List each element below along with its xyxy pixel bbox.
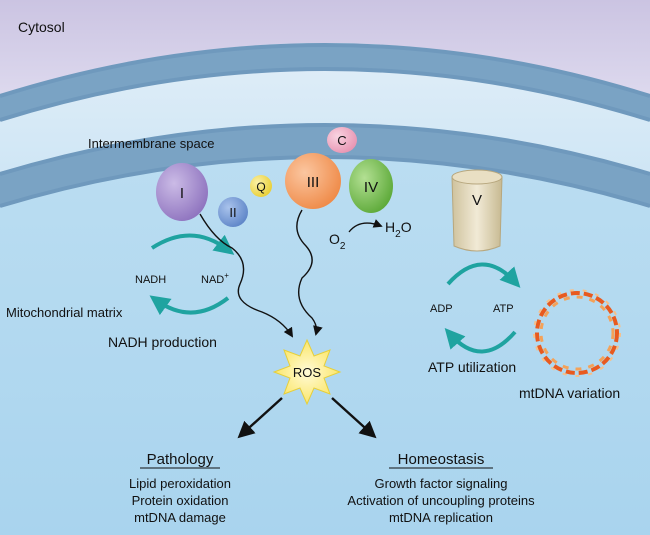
complex-IV-label: IV bbox=[364, 179, 378, 196]
complex-II: II bbox=[218, 197, 248, 227]
nad-label: NAD+ bbox=[201, 271, 229, 286]
o2-to-h2o-arrow bbox=[348, 219, 383, 233]
o2-label: O2 bbox=[329, 231, 346, 252]
pathology-item: Lipid peroxidation bbox=[129, 476, 231, 491]
atp-label: ATP bbox=[493, 303, 514, 315]
complex-V-label: V bbox=[472, 192, 482, 209]
nadh-production-label: NADH production bbox=[108, 334, 217, 350]
ubiquinone-q: Q bbox=[250, 175, 272, 197]
outer-membrane bbox=[0, 43, 650, 122]
mtdna-circle-icon bbox=[533, 289, 621, 377]
mtdna-variation-label: mtDNA variation bbox=[519, 385, 620, 401]
nadh-cycle: NADH NAD+ NADH production bbox=[108, 233, 235, 350]
ros-arrow-from-complex-III bbox=[296, 209, 323, 336]
cytochrome-c: C bbox=[327, 127, 357, 153]
complex-III-label: III bbox=[307, 174, 320, 191]
complex-V-atp-synthase: V bbox=[451, 169, 503, 252]
pathology-item: mtDNA damage bbox=[134, 510, 226, 525]
complex-II-label: II bbox=[229, 205, 236, 220]
atp-cycle: ADP ATP ATP utilization bbox=[428, 262, 521, 375]
cytochrome-c-label: C bbox=[337, 133, 346, 148]
nadh-label: NADH bbox=[135, 274, 166, 286]
pathology-item: Protein oxidation bbox=[132, 493, 229, 508]
atp-cycle-arrow-bottom bbox=[444, 328, 517, 354]
matrix-label: Mitochondrial matrix bbox=[6, 305, 123, 320]
atp-cycle-arrow-top bbox=[446, 262, 521, 288]
homeostasis-title: Homeostasis bbox=[398, 451, 485, 468]
arrow-to-pathology bbox=[237, 397, 283, 439]
complex-I: I bbox=[156, 163, 208, 221]
oxygen-reaction: O2 H2O bbox=[329, 219, 412, 252]
complex-IV: IV bbox=[349, 159, 393, 213]
cytosol-background bbox=[0, 0, 650, 96]
cytosol-label: Cytosol bbox=[18, 19, 65, 35]
nadh-cycle-arrow-top bbox=[150, 233, 235, 255]
adp-label: ADP bbox=[430, 303, 453, 315]
q-label: Q bbox=[256, 180, 265, 194]
ros-label: ROS bbox=[293, 365, 322, 380]
ros-burst: ROS bbox=[272, 338, 342, 406]
homeostasis-item: mtDNA replication bbox=[389, 510, 493, 525]
homeostasis-item: Growth factor signaling bbox=[375, 476, 508, 491]
complex-III: III bbox=[285, 153, 341, 209]
homeostasis-item: Activation of uncoupling proteins bbox=[347, 493, 535, 508]
pathology-title: Pathology bbox=[147, 451, 214, 468]
h2o-label: H2O bbox=[385, 219, 412, 240]
intermembrane-label: Intermembrane space bbox=[88, 136, 214, 151]
pathology-block: Pathology Lipid peroxidation Protein oxi… bbox=[129, 451, 231, 525]
complex-I-label: I bbox=[180, 185, 184, 202]
atp-utilization-label: ATP utilization bbox=[428, 359, 516, 375]
nadh-cycle-arrow-bottom bbox=[149, 295, 230, 316]
arrow-to-homeostasis bbox=[331, 397, 377, 439]
ros-arrow-from-complex-I bbox=[199, 213, 294, 338]
homeostasis-block: Homeostasis Growth factor signaling Acti… bbox=[347, 451, 535, 525]
